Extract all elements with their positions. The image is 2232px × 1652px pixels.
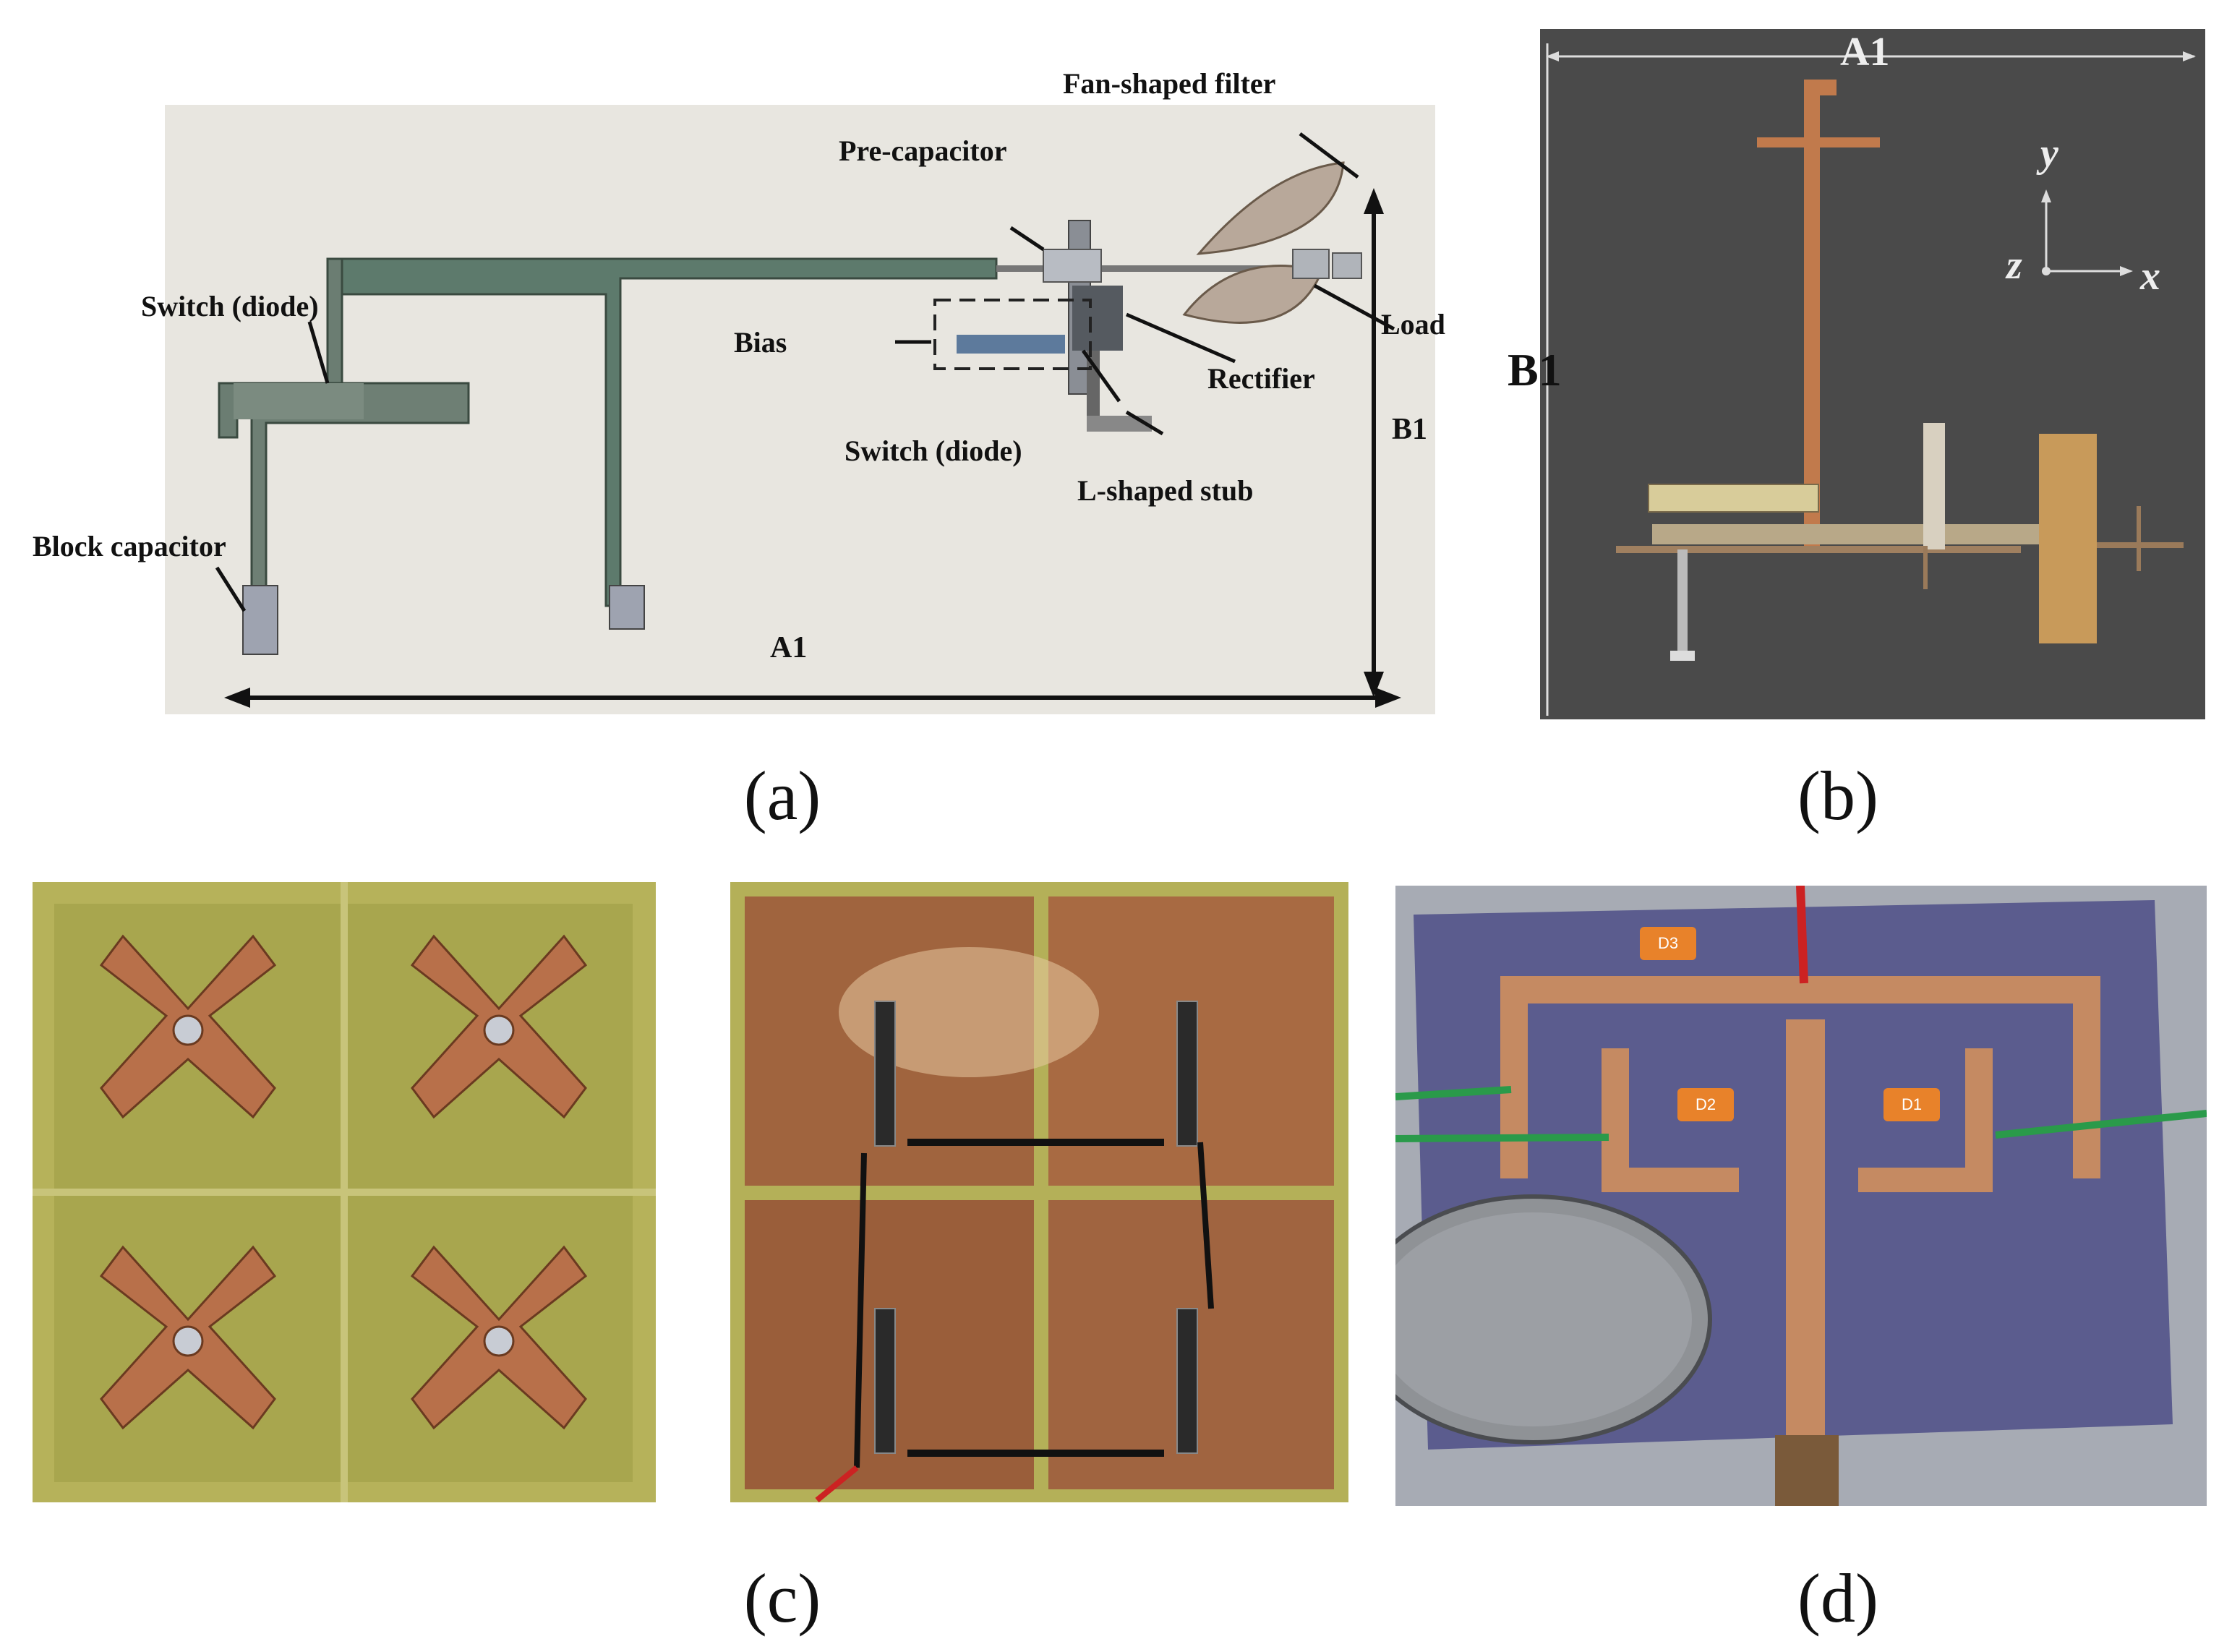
label-b1-a: B1 [1392, 413, 1428, 446]
label-switch-diode-left: Switch (diode) [141, 290, 319, 322]
caption-d: (d) [1797, 1559, 1878, 1637]
label-axis-x: x [2140, 254, 2160, 299]
label-axis-z: z [2006, 243, 2022, 288]
panel-c-right-board [730, 882, 1348, 1502]
label-block-capacitor: Block capacitor [33, 530, 226, 562]
label-fan-shaped-filter: Fan-shaped filter [1063, 67, 1276, 100]
caption-c: (c) [743, 1559, 821, 1637]
panel-d-photo [1395, 886, 2207, 1506]
panel-d-board [1395, 886, 2207, 1506]
label-bias: Bias [734, 326, 787, 359]
caption-b: (b) [1797, 757, 1878, 834]
panel-c-left-photo [33, 882, 656, 1502]
panel-b-board [1540, 29, 2205, 719]
panel-c-right-photo [730, 882, 1348, 1502]
label-switch-diode-center: Switch (diode) [845, 435, 1022, 467]
label-load: Load [1381, 308, 1445, 341]
caption-a: (a) [743, 757, 821, 834]
label-pre-capacitor: Pre-capacitor [839, 134, 1007, 167]
label-l-shaped-stub: L-shaped stub [1077, 474, 1254, 507]
tag-d1: D1 [1883, 1088, 1940, 1121]
tag-d3: D3 [1640, 927, 1696, 960]
tag-d2: D2 [1677, 1088, 1734, 1121]
label-a1-a: A1 [770, 631, 808, 664]
panel-a-board [215, 132, 1401, 708]
label-b1-b: B1 [1508, 344, 1562, 395]
label-axis-y: y [2040, 131, 2058, 176]
label-rectifier: Rectifier [1207, 362, 1315, 395]
panel-a-photo [165, 105, 1435, 714]
label-a1-b: A1 [1840, 30, 1890, 74]
panel-b-photo [1540, 29, 2205, 719]
panel-c-left-board [33, 882, 656, 1502]
